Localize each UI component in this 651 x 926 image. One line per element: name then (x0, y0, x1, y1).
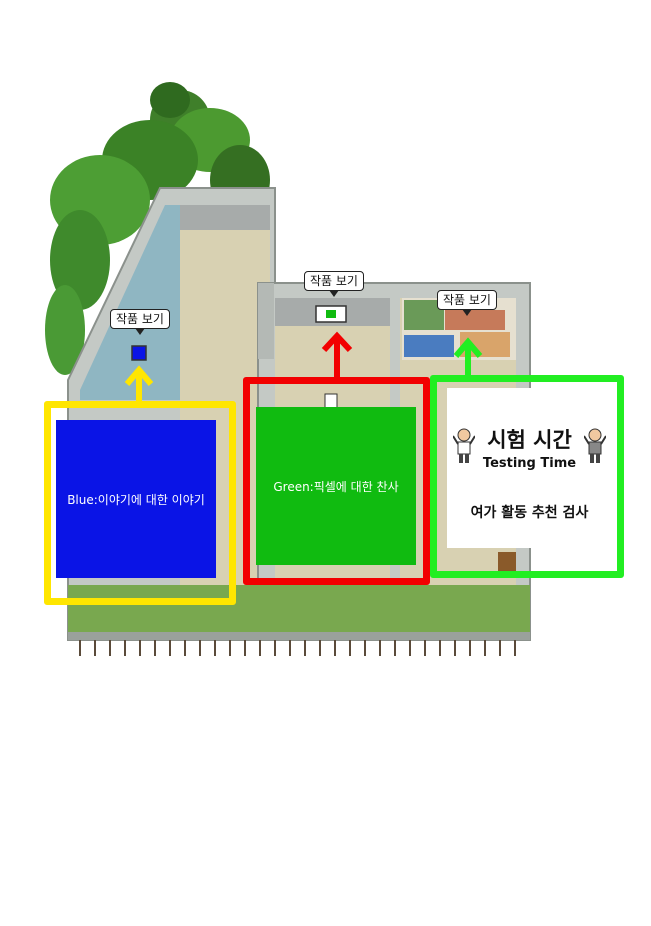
view-work-bubble-left[interactable]: 작품 보기 (110, 309, 170, 335)
avatar-figure-icon-right (584, 428, 606, 463)
arrow-icon-yellow (124, 365, 154, 402)
monitor-icon-blue[interactable] (131, 345, 147, 361)
green-screen-label: Green:픽셀에 대한 찬사 (273, 479, 399, 494)
testing-subtitle: Testing Time (482, 456, 577, 471)
blue-screen-label: Blue:이야기에 대한 이야기 (67, 492, 205, 507)
view-work-bubble-right[interactable]: 작품 보기 (437, 290, 497, 316)
tree-foliage-icon (45, 82, 270, 375)
highlight-frame-red (243, 377, 430, 585)
arrow-icon-red (321, 331, 353, 378)
testing-title: 시험 시간 (487, 428, 572, 452)
highlight-frame-yellow (44, 401, 236, 605)
testing-time-panel[interactable]: 시험 시간 Testing Time 여가 활동 추천 검사 (447, 388, 612, 548)
green-screen[interactable]: Green:픽셀에 대한 찬사 (256, 407, 416, 565)
blue-screen[interactable]: Blue:이야기에 대한 이야기 (56, 420, 216, 578)
avatar-figure-icon-left (453, 428, 475, 463)
view-work-bubble-middle[interactable]: 작품 보기 (304, 271, 364, 297)
arrow-icon-lime (453, 337, 483, 380)
testing-activity-link[interactable]: 여가 활동 추천 검사 (470, 505, 589, 521)
highlight-frame-lime (430, 375, 624, 578)
